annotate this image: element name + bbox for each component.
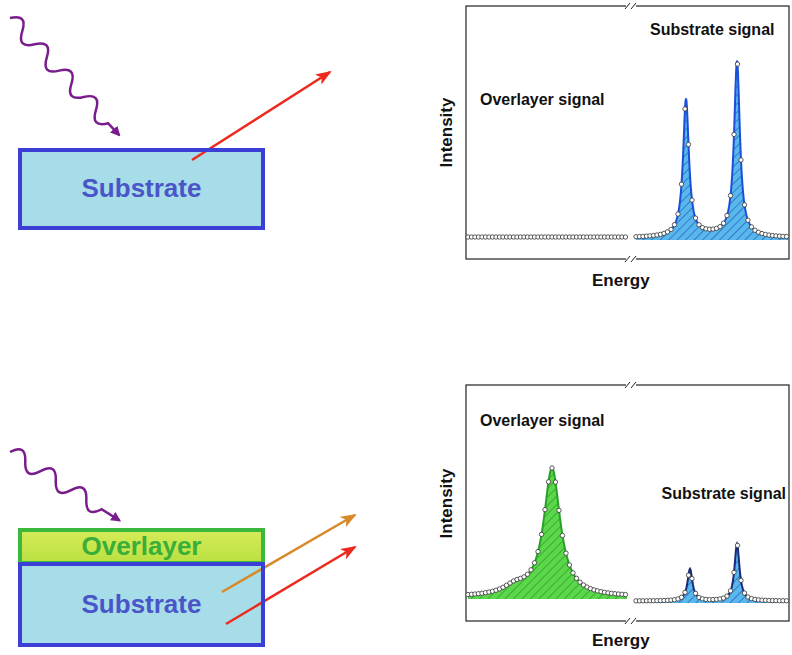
data-point: [543, 507, 547, 511]
plot-frame: [466, 6, 789, 259]
data-point: [739, 158, 743, 162]
data-point: [784, 234, 788, 238]
data-point: [679, 595, 683, 599]
data-point: [742, 591, 746, 595]
data-point: [623, 592, 627, 596]
data-point: [721, 221, 725, 225]
data-point: [686, 573, 690, 577]
photon-wave: [4, 13, 125, 141]
data-point: [718, 224, 722, 228]
data-point: [560, 533, 564, 537]
data-point: [732, 570, 736, 574]
box-label: Overlayer: [82, 533, 202, 560]
substrate-fill: [18, 148, 265, 230]
data-point: [739, 578, 743, 582]
data-point: [735, 543, 739, 547]
data-point: [574, 576, 578, 580]
data-point: [564, 551, 568, 555]
data-point: [529, 568, 533, 572]
signal-label: Substrate signal: [650, 22, 774, 38]
fit-line: [636, 544, 788, 601]
data-point: [546, 480, 550, 484]
data-point: [683, 590, 687, 594]
photon-wave: [6, 445, 124, 527]
data-point: [672, 222, 676, 226]
overlayer-box: Overlayer: [18, 528, 265, 565]
box-label: Substrate: [82, 591, 202, 618]
plot-frame: [466, 385, 789, 621]
data-point: [690, 198, 694, 202]
data-point: [686, 142, 690, 146]
data-point: [683, 107, 687, 111]
data-point: [693, 591, 697, 595]
signal-label: Substrate signal: [662, 486, 786, 502]
data-point: [679, 182, 683, 186]
data-point: [728, 589, 732, 593]
electron-arrow: [226, 547, 355, 624]
data-point: [553, 480, 557, 484]
electron-arrow: [222, 515, 355, 592]
fit-line: [468, 468, 627, 595]
peak-area: [468, 468, 627, 599]
signal-label: Overlayer signal: [480, 92, 605, 108]
axis-label: Intensity: [439, 97, 456, 167]
data-point: [749, 225, 753, 229]
overlayer-fill: [18, 528, 265, 564]
axis-break: [625, 2, 636, 625]
data-point: [690, 576, 694, 580]
substrate-box: Substrate: [18, 148, 265, 230]
data-point: [525, 572, 529, 576]
axis-label: Intensity: [439, 468, 456, 538]
substrate-box: Substrate: [18, 562, 265, 647]
data-point: [571, 571, 575, 575]
spectra: [466, 61, 789, 603]
data-point: [735, 62, 739, 66]
fit-line: [636, 61, 788, 237]
data-point: [536, 549, 540, 553]
electron-arrow: [192, 72, 330, 160]
data-point: [746, 218, 750, 222]
peak-area: [636, 61, 788, 240]
data-point: [676, 212, 680, 216]
peak-area: [636, 544, 788, 603]
axis-label: Energy: [592, 272, 650, 289]
data-point: [784, 599, 788, 603]
data-point: [742, 203, 746, 207]
box-label: Substrate: [82, 175, 202, 202]
data-point: [567, 563, 571, 567]
substrate-fill: [18, 562, 265, 647]
data-point: [669, 227, 673, 231]
data-point: [539, 532, 543, 536]
data-point: [532, 561, 536, 565]
data-point: [732, 132, 736, 136]
axis-label: Energy: [592, 632, 650, 649]
data-point: [693, 216, 697, 220]
signal-label: Overlayer signal: [480, 413, 605, 429]
data-point: [725, 213, 729, 217]
data-point: [623, 235, 627, 239]
data-point: [557, 508, 561, 512]
data-point: [725, 594, 729, 598]
data-point: [728, 193, 732, 197]
data-point: [550, 466, 554, 470]
